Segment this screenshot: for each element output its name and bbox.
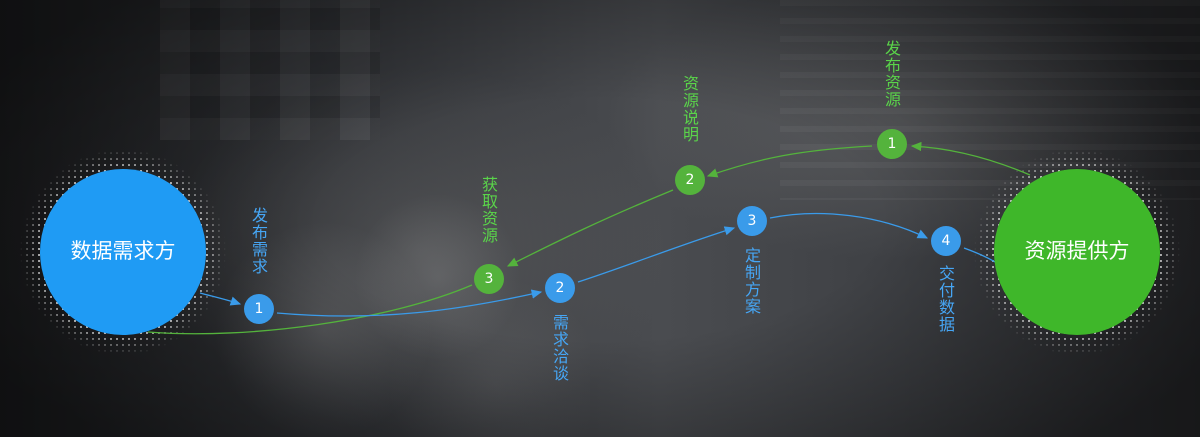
- green-connector-0: [910, 141, 1031, 176]
- blue-step-4-number: 4: [942, 233, 951, 249]
- green-step-1-number: 1: [888, 136, 897, 152]
- background-blocks: [160, 0, 380, 140]
- green-step-3-number: 3: [485, 271, 494, 287]
- blue-step-2-label: 需求洽谈: [550, 314, 569, 382]
- demand-node-label: 数据需求方: [71, 239, 176, 263]
- green-step-2-label: 资源说明: [680, 75, 699, 143]
- green-step-2-circle: [675, 165, 705, 195]
- green-connector-2: [506, 189, 674, 267]
- green-connector-1: [706, 145, 873, 178]
- blue-step-4-circle: [931, 226, 961, 256]
- green-step-3-label: 获取资源: [479, 176, 498, 244]
- blue-step-1-number: 1: [255, 301, 264, 317]
- blue-step-3-circle: [737, 206, 767, 236]
- blue-connector-0: [199, 292, 242, 306]
- blue-connector-1: [276, 289, 543, 317]
- green-step-1-label: 发布资源: [882, 40, 901, 108]
- green-step-3-circle: [474, 264, 504, 294]
- blue-step-3-label: 定制方案: [742, 247, 761, 315]
- background-gears: [210, 170, 590, 437]
- provider-node-label: 资源提供方: [1025, 239, 1130, 263]
- blue-step-1-label: 发布需求: [249, 207, 268, 275]
- provider-node: [994, 169, 1160, 335]
- green-connector-3: [147, 284, 473, 335]
- blue-step-4-label: 交付数据: [936, 265, 955, 333]
- green-step-1-circle: [877, 129, 907, 159]
- demand-node: [40, 169, 206, 335]
- blue-connector-2: [577, 226, 736, 283]
- blue-step-3-number: 3: [748, 213, 757, 229]
- green-step-2-number: 2: [686, 172, 695, 188]
- blue-connector-4: [963, 247, 996, 263]
- blue-step-1-circle: [244, 294, 274, 324]
- blue-step-2-circle: [545, 273, 575, 303]
- blue-connector-3: [769, 212, 929, 239]
- blue-step-2-number: 2: [556, 280, 565, 296]
